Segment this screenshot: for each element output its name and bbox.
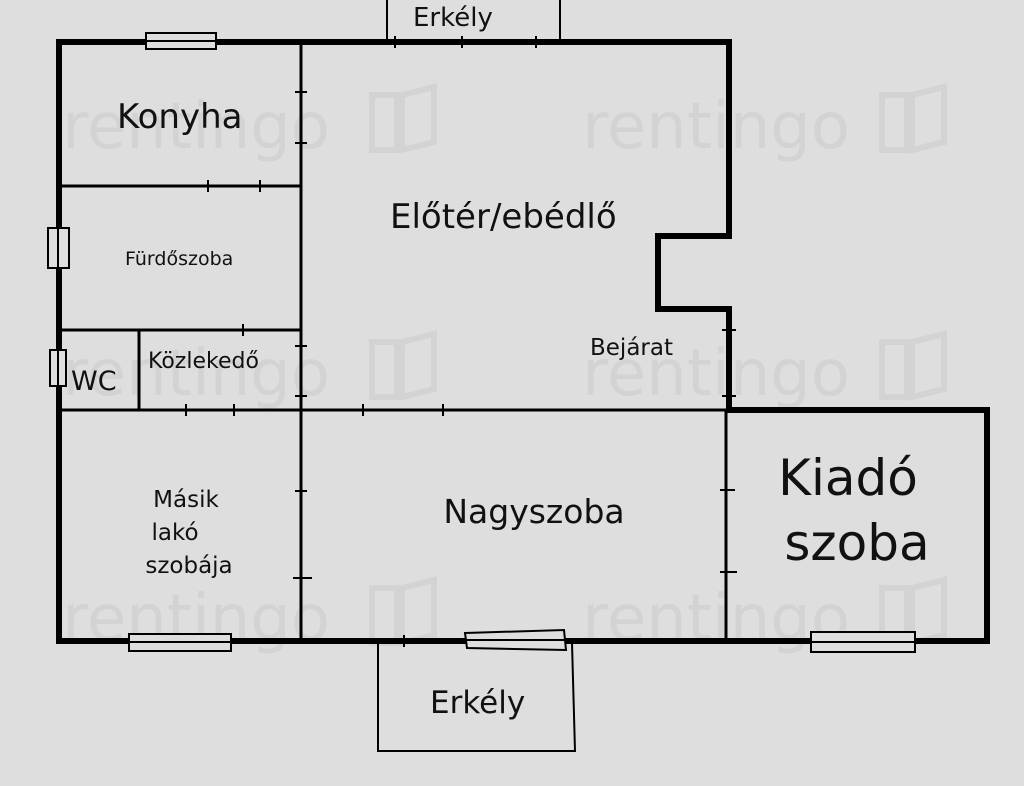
watermark-text-2: rentingo — [582, 90, 850, 164]
room-label-eloter: Előtér/ebédlő — [390, 197, 617, 237]
watermark-logo-icon — [879, 330, 947, 401]
entrance-label: Bejárat — [590, 335, 673, 361]
balcony-top-outline — [386, 0, 561, 41]
watermark-logo-icon — [879, 83, 947, 154]
door-marks — [185, 36, 737, 647]
room-label-masik-line2: lakó — [151, 520, 198, 546]
exterior-walls — [56, 39, 990, 644]
outer-wall — [56, 39, 990, 644]
windows — [47, 32, 916, 653]
room-label-masik-line3: szobája — [145, 553, 232, 579]
room-label-kozlekedo: Közlekedő — [148, 349, 259, 374]
balcony-bottom-outline — [377, 642, 577, 752]
watermark-text-4: rentingo — [582, 337, 850, 411]
room-label-masik-line1: Másik — [153, 487, 219, 513]
balcony-bottom-label: Erkély — [430, 685, 525, 721]
watermark-text-3: rentingo — [62, 337, 330, 411]
watermark-logo-icon — [369, 83, 437, 154]
room-label-furdoszoba: Fürdőszoba — [125, 248, 233, 270]
room-label-kiado-line2: szoba — [784, 514, 929, 572]
room-label-nagyszoba: Nagyszoba — [443, 492, 624, 531]
interior-walls — [59, 42, 729, 641]
balcony-top-label: Erkély — [413, 3, 493, 33]
balconies — [377, 0, 577, 752]
room-label-wc: WC — [71, 366, 117, 397]
room-label-kiado-line1: Kiadó — [778, 449, 918, 507]
watermark-logo-icon — [369, 576, 437, 647]
watermark-logo-icon — [369, 330, 437, 401]
watermark-logo-icons — [369, 83, 947, 647]
watermark-text-1: rentingo — [62, 90, 330, 164]
watermark-text-6: rentingo — [582, 582, 850, 656]
room-label-konyha: Konyha — [117, 97, 242, 137]
